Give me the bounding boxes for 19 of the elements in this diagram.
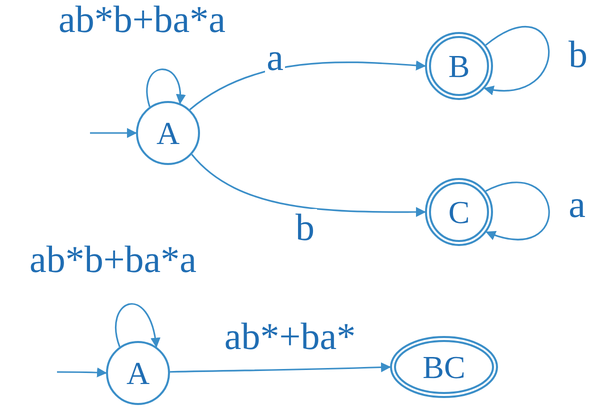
arrow [146, 68, 186, 107]
arrow [484, 26, 550, 94]
arrow [486, 182, 550, 240]
arrow [191, 154, 426, 217]
accepting-state [425, 178, 493, 246]
arrow [170, 362, 391, 373]
state-circle [106, 341, 170, 405]
state-name: BC [422, 351, 466, 383]
arrow [189, 60, 426, 110]
state-name: A [156, 117, 180, 149]
state-name: C [448, 196, 470, 228]
accepting-state [425, 32, 493, 100]
state-name: B [448, 50, 470, 82]
arrow [115, 303, 160, 348]
state-circle [136, 101, 200, 165]
state-name: A [126, 357, 150, 389]
arrow [90, 128, 137, 138]
accepting-state [390, 336, 498, 398]
arrow [57, 367, 107, 378]
